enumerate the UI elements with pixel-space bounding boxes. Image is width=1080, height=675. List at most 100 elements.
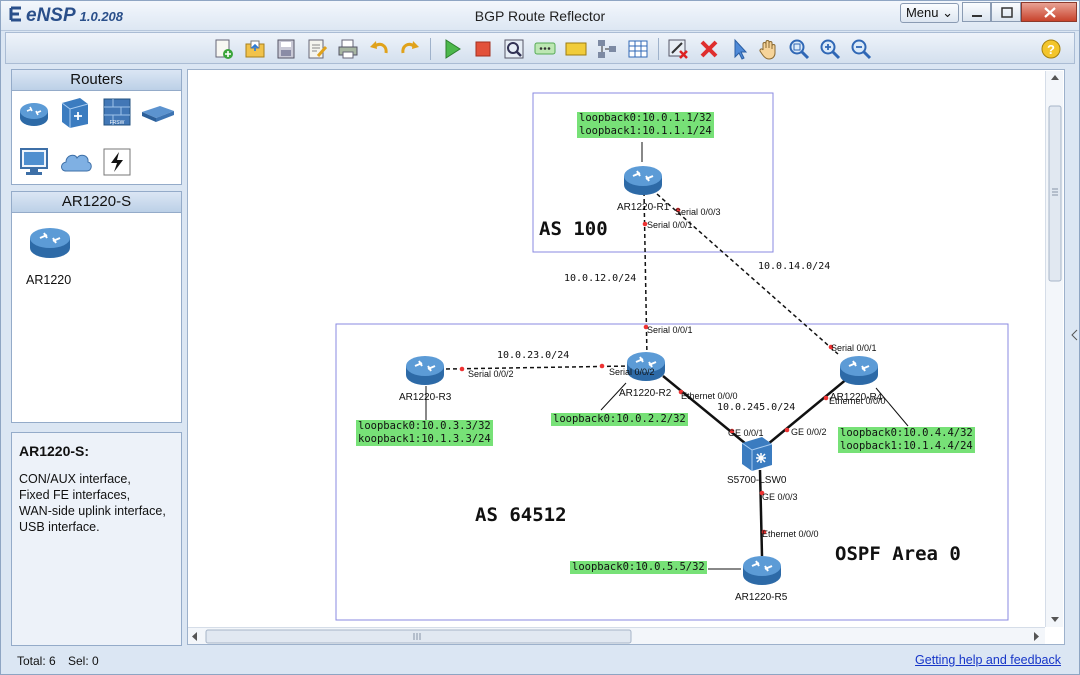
app-name: eNSP bbox=[26, 5, 76, 26]
menu-button[interactable]: Menu ⌄ bbox=[900, 3, 959, 23]
desc-text: CON/AUX interface, Fixed FE interfaces, … bbox=[19, 472, 166, 534]
select-icon[interactable] bbox=[728, 37, 752, 61]
menu-label: Menu bbox=[905, 5, 939, 20]
total-count: Total: 6 bbox=[17, 654, 56, 668]
router-r2-icon[interactable] bbox=[625, 348, 667, 384]
start-device-icon[interactable] bbox=[440, 37, 464, 61]
close-button[interactable] bbox=[1021, 2, 1077, 22]
link-icon[interactable] bbox=[102, 147, 132, 177]
help-icon[interactable]: ? bbox=[1039, 37, 1063, 61]
router-r1-icon[interactable] bbox=[622, 162, 664, 198]
new-topology-icon[interactable] bbox=[212, 37, 236, 61]
maximize-button[interactable] bbox=[991, 2, 1021, 22]
minimize-icon bbox=[972, 15, 982, 17]
minimize-button[interactable] bbox=[962, 2, 991, 22]
port-label: Serial 0/0/3 bbox=[675, 207, 721, 217]
help-feedback-link[interactable]: Getting help and feedback bbox=[915, 653, 1061, 667]
device-model-list: AR1220 bbox=[11, 213, 182, 423]
switch-sw-icon[interactable] bbox=[738, 434, 776, 472]
router-r3-icon[interactable] bbox=[404, 352, 446, 388]
zoom-fit-icon[interactable] bbox=[787, 37, 811, 61]
ar1220-router-icon[interactable] bbox=[28, 223, 72, 261]
r3-label: AR1220-R3 bbox=[399, 392, 452, 403]
r5-loopback-box: loopback0:10.0.5.5/32 bbox=[570, 561, 707, 574]
r2-loopback-box: loopback0:10.0.2.2/32 bbox=[551, 413, 688, 426]
cloud-icon[interactable] bbox=[58, 147, 94, 177]
port-label: Ethernet 0/0/0 bbox=[829, 396, 886, 406]
sw-label: S5700-LSW0 bbox=[727, 475, 787, 486]
save-icon[interactable] bbox=[274, 37, 298, 61]
app-version: 1.0.208 bbox=[79, 9, 124, 24]
chevron-left-icon bbox=[1071, 329, 1078, 341]
group-header: AR1220-S bbox=[11, 191, 182, 213]
link-r3-r2[interactable] bbox=[445, 365, 631, 370]
toolbar: ? bbox=[5, 32, 1075, 64]
topology-canvas[interactable]: AR1220-R1 AR1220-R2 AR1220-R3 AR1220-R4 … bbox=[187, 69, 1065, 645]
horizontal-scrollbar-track bbox=[192, 629, 1039, 644]
print-icon[interactable] bbox=[336, 37, 360, 61]
firewall-icon[interactable]: FRSW bbox=[100, 95, 134, 129]
chevron-down-icon: ⌄ bbox=[942, 5, 954, 20]
topology-icon[interactable] bbox=[595, 37, 619, 61]
open-icon[interactable] bbox=[243, 37, 267, 61]
r5-leader bbox=[708, 568, 741, 570]
vertical-scrollbar[interactable] bbox=[1045, 71, 1063, 627]
device-description: AR1220-S: CON/AUX interface, Fixed FE in… bbox=[11, 432, 182, 646]
pan-hand-icon[interactable] bbox=[757, 37, 781, 61]
r5-label: AR1220-R5 bbox=[735, 592, 788, 603]
svg-text:FRSW: FRSW bbox=[110, 120, 125, 126]
save-as-icon[interactable] bbox=[305, 37, 329, 61]
loopback-text: loopback1:10.1.1.1/24 bbox=[579, 125, 712, 137]
close-icon bbox=[1044, 7, 1056, 18]
ensp-logo-icon bbox=[9, 6, 21, 22]
r4-label: AR1220-R4 bbox=[830, 392, 883, 403]
port-label: GE 0/0/3 bbox=[762, 492, 798, 502]
link-sw-r5[interactable] bbox=[758, 469, 764, 557]
redo-icon[interactable] bbox=[398, 37, 422, 61]
link-r1-r4[interactable] bbox=[656, 193, 839, 355]
capture-icon[interactable] bbox=[502, 37, 526, 61]
loopback-text: loopback0:10.0.2.2/32 bbox=[553, 413, 686, 425]
device-panel: Routers FRSW AR1220-S AR1220 AR1220-S: C… bbox=[11, 69, 182, 646]
net-12-label: 10.0.12.0/24 bbox=[564, 273, 637, 284]
zoom-in-icon[interactable] bbox=[818, 37, 842, 61]
port-label: Ethernet 0/0/0 bbox=[681, 391, 738, 401]
link-r4-sw[interactable] bbox=[767, 377, 849, 445]
pc-icon[interactable] bbox=[18, 147, 50, 177]
switch-icon[interactable] bbox=[58, 95, 92, 129]
router-r5-icon[interactable] bbox=[741, 552, 783, 588]
text-icon[interactable] bbox=[533, 37, 557, 61]
router-r4-icon[interactable] bbox=[838, 352, 880, 388]
net-245-label: 10.0.245.0/24 bbox=[717, 402, 796, 413]
loopback-text: loopback0:10.0.1.1/32 bbox=[579, 112, 712, 124]
delete-icon[interactable] bbox=[697, 37, 721, 61]
grid-icon[interactable] bbox=[626, 37, 650, 61]
wlan-icon[interactable] bbox=[140, 103, 176, 123]
r2-label: AR1220-R2 bbox=[619, 388, 672, 399]
zoom-out-icon[interactable] bbox=[849, 37, 873, 61]
device-category-list: FRSW bbox=[11, 91, 182, 185]
device-label: AR1220 bbox=[26, 273, 72, 287]
delete-link-icon[interactable] bbox=[666, 37, 690, 61]
side-collapse-handle[interactable] bbox=[1068, 324, 1080, 346]
port-label: GE 0/0/1 bbox=[728, 428, 764, 438]
undo-icon[interactable] bbox=[367, 37, 391, 61]
horizontal-scrollbar[interactable] bbox=[188, 627, 1045, 644]
r1-label: AR1220-R1 bbox=[617, 202, 670, 213]
loopback-text: loopback0:10.0.3.3/32 bbox=[358, 420, 491, 432]
net-14-label: 10.0.14.0/24 bbox=[758, 261, 831, 272]
toolbar-separator bbox=[658, 38, 659, 60]
router-icon[interactable] bbox=[18, 99, 50, 129]
ospf-area-label: OSPF Area 0 bbox=[835, 543, 961, 565]
palette-icon[interactable] bbox=[564, 37, 588, 61]
stop-device-icon[interactable] bbox=[471, 37, 495, 61]
loopback-text: loopback0:10.0.5.5/32 bbox=[572, 561, 705, 573]
port-label: Serial 0/0/2 bbox=[468, 369, 514, 379]
selected-count: Sel: 0 bbox=[68, 654, 99, 668]
maximize-icon bbox=[1001, 7, 1013, 18]
as100-area-box bbox=[532, 92, 774, 253]
